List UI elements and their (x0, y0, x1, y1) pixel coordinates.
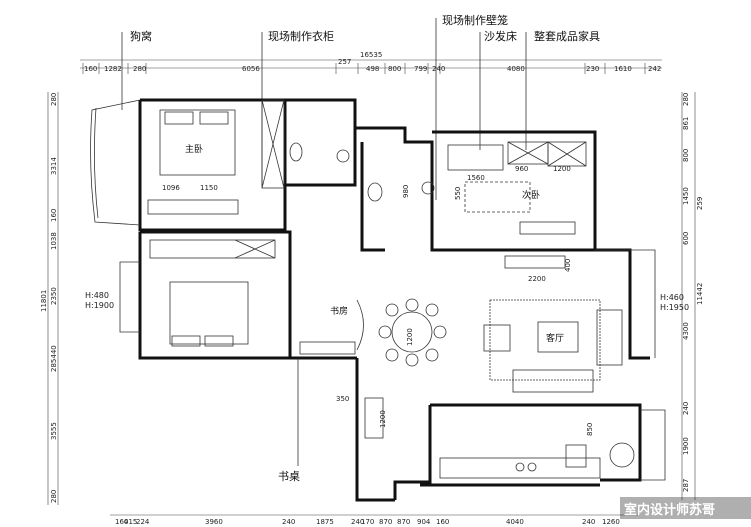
dim-right-extra: 259 (696, 197, 704, 210)
dim-bottom: 224 (136, 518, 150, 526)
room-living: 客厅 (546, 332, 564, 344)
dim-right-extra: 11442 (696, 283, 704, 305)
room-second: 次卧 (522, 189, 540, 201)
inner-dim: 350 (336, 395, 349, 403)
callout-wardrobe: 现场制作衣柜 (268, 29, 334, 43)
dim-right: 600 (682, 232, 690, 245)
dim-top: 230 (586, 65, 599, 73)
dim-bottom: 904 (417, 518, 431, 526)
inner-dim: 1200 (379, 410, 387, 428)
height-notes: H:480 H:1900 H:460 H:1950 (85, 291, 689, 312)
dim-bottom: 160 (115, 518, 128, 526)
dim-right: 4300 (682, 322, 690, 340)
walls (90, 98, 666, 502)
dim-right: 1900 (682, 437, 690, 455)
inner-dim: 1560 (467, 174, 485, 182)
left-dimensions: 280 3314 160 1038 2350 285440 3555 280 1… (40, 92, 59, 505)
right-height: H:460 (660, 293, 684, 302)
dim-bottom: 160 (436, 518, 449, 526)
callout-desk: 书桌 (278, 470, 300, 483)
callout-dog-house: 狗窝 (130, 29, 152, 43)
dim-top: 257 (338, 58, 351, 66)
inner-dim: 850 (586, 423, 594, 436)
dim-top: 1282 (104, 65, 122, 73)
inner-dim: 1096 (162, 184, 180, 192)
dim-left: 285440 (50, 345, 58, 372)
dim-right: 280 (682, 93, 690, 106)
callouts: 狗窝 现场制作衣柜 现场制作壁笼 沙发床 整套成品家具 (121, 13, 600, 200)
inner-dim: 550 (454, 187, 462, 200)
dim-bottom: 4040 (506, 518, 524, 526)
dim-bottom: 240 (351, 518, 364, 526)
dim-bottom: 415 (124, 518, 137, 526)
inner-dim: 1150 (200, 184, 218, 192)
room-study: 书房 (330, 305, 348, 317)
dim-left: 2350 (50, 287, 58, 305)
dim-right: 1450 (682, 187, 690, 205)
dim-top: 240 (432, 65, 445, 73)
inner-dim: 400 (564, 259, 572, 272)
dim-top: 498 (366, 65, 379, 73)
dim-left: 3314 (50, 157, 58, 175)
bottom-dimensions: 160 415 224 3960 240 1875 240 170 870 87… (110, 514, 640, 526)
left-height: H:480 (85, 291, 109, 300)
room-labels: 主卧 次卧 书房 客厅 (185, 143, 564, 344)
dim-bottom: 170 (361, 518, 374, 526)
dim-bottom: 1875 (316, 518, 334, 526)
watermark-bg (620, 497, 751, 519)
dim-top: 242 (648, 65, 661, 73)
inner-dim: 1200 (553, 165, 571, 173)
dim-right: 287 (682, 479, 690, 492)
dim-top: 4080 (507, 65, 525, 73)
dim-left: 280 (50, 93, 58, 106)
dim-left: 3555 (50, 422, 58, 440)
dim-top: 280 (133, 65, 146, 73)
dim-top: 800 (388, 65, 401, 73)
inner-dimensions: 1096 1150 960 1200 1560 980 550 2200 400… (162, 165, 594, 436)
dim-right: 861 (682, 117, 690, 130)
dim-left: 280 (50, 490, 58, 503)
dim-bottom: 1260 (602, 518, 620, 526)
top-dimensions: 16535 160 1282 280 6056 257 498 800 799 … (80, 51, 662, 74)
inner-dim: 960 (515, 165, 528, 173)
dim-bottom: 870 (379, 518, 392, 526)
room-master: 主卧 (185, 143, 203, 155)
dim-bottom: 3960 (205, 518, 223, 526)
dim-left: 1038 (50, 232, 58, 250)
right-height-1: H:1950 (660, 303, 689, 312)
inner-dim: 1200 (406, 328, 414, 346)
dim-right: 240 (682, 402, 690, 415)
dim-top: 799 (414, 65, 427, 73)
inner-dim: 2200 (528, 275, 546, 283)
dim-top: 6056 (242, 65, 260, 73)
right-dimensions: 280 861 800 1450 600 4300 240 1900 287 2… (681, 92, 704, 500)
inner-dim: 980 (402, 185, 410, 198)
callout-sofa-bed: 沙发床 (484, 29, 517, 43)
dim-left: 160 (50, 209, 58, 222)
dim-top-total: 16535 (360, 51, 382, 59)
dim-bottom: 240 (582, 518, 595, 526)
dim-bottom: 240 (282, 518, 295, 526)
callout-wall-niche: 现场制作壁笼 (442, 13, 508, 27)
callout-furniture: 整套成品家具 (534, 29, 600, 43)
dim-bottom: 870 (397, 518, 410, 526)
dim-top: 160 (84, 65, 97, 73)
dim-left-total: 11801 (40, 290, 48, 312)
dim-right: 800 (682, 149, 690, 162)
watermark: 室内设计师苏哥 (624, 502, 715, 518)
furniture (147, 99, 635, 479)
dim-top: 1610 (614, 65, 632, 73)
left-height-1: H:1900 (85, 301, 114, 310)
